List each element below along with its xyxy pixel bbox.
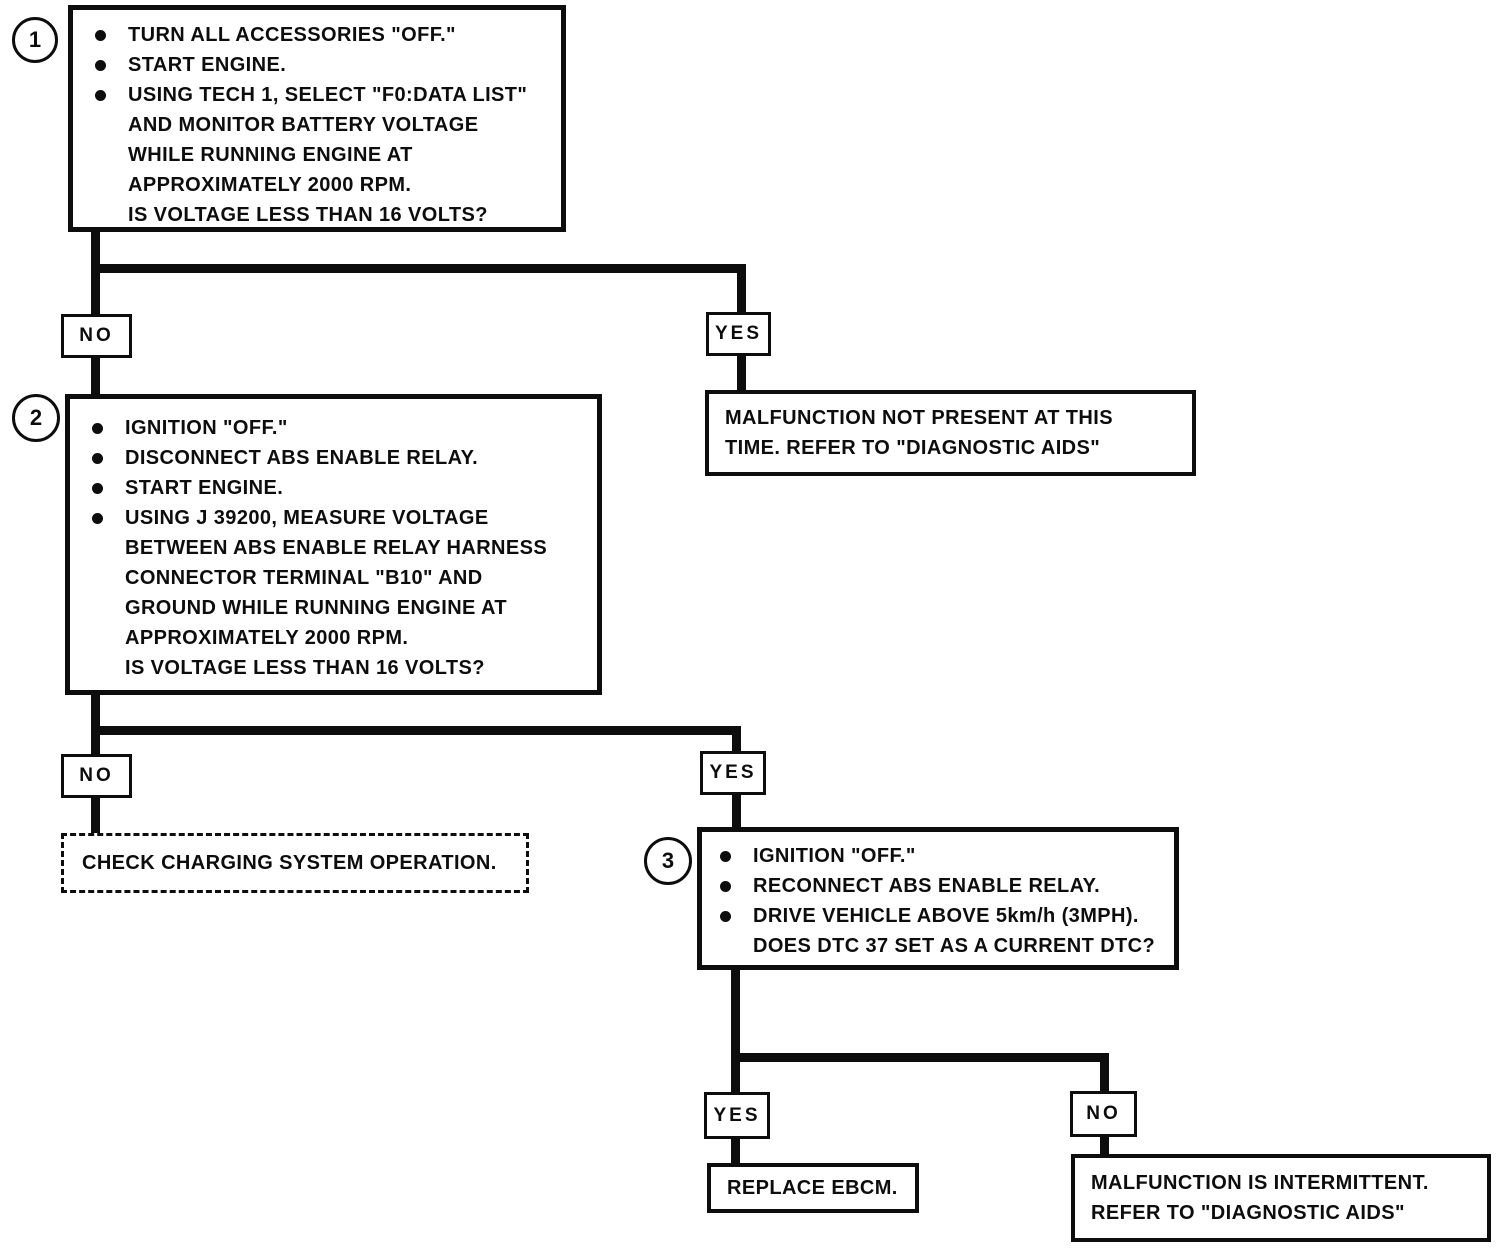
no-label-text: NO [79,765,114,786]
decision-label-yes-2: YES [700,751,766,795]
step-2-number-text: 2 [29,405,43,430]
step-line: START ENGINE. [95,50,553,80]
step-1-box: TURN ALL ACCESSORIES "OFF." START ENGINE… [68,5,566,232]
bullet-icon [720,851,731,862]
yes-label-text: YES [713,1104,761,1126]
step-2-number: 2 [12,394,60,442]
connector-line [91,798,100,834]
step-line: USING J 39200, MEASURE VOLTAGE [92,503,589,533]
step-line: DRIVE VEHICLE ABOVE 5km/h (3MPH). [720,901,1166,931]
step-line-text: DISCONNECT ABS ENABLE RELAY. [125,447,479,469]
connector-line [732,726,741,751]
step-line-text: IGNITION "OFF." [125,417,288,439]
step-line-text: APPROXIMATELY 2000 RPM. [125,627,409,649]
step-line-text: GROUND WHILE RUNNING ENGINE AT [125,597,507,619]
bullet-icon [95,60,106,71]
connector-line [731,1053,1109,1062]
bullet-icon [720,881,731,892]
yes-label-text: YES [709,762,757,783]
step-3-number-text: 3 [661,848,675,873]
connector-line [732,795,741,828]
step-line-text: START ENGINE. [125,477,284,499]
step-line-text: AND MONITOR BATTERY VOLTAGE [128,114,479,136]
malfunction-not-present-box: MALFUNCTION NOT PRESENT AT THIS TIME. RE… [705,390,1196,476]
step-1-number-text: 1 [28,27,42,52]
terminal-text: MALFUNCTION IS INTERMITTENT. [1091,1172,1429,1194]
step-line-text: IGNITION "OFF." [753,845,916,867]
connector-line [731,1139,740,1163]
step-line: RECONNECT ABS ENABLE RELAY. [720,871,1166,901]
terminal-text: REPLACE EBCM. [727,1177,898,1199]
step-line-text: DOES DTC 37 SET AS A CURRENT DTC? [753,935,1156,957]
bullet-icon [95,30,106,41]
connector-line [737,356,746,391]
step-line-text: TURN ALL ACCESSORIES "OFF." [128,24,456,46]
bullet-icon [92,423,103,434]
connector-line [1100,1137,1109,1154]
step-line-text: USING J 39200, MEASURE VOLTAGE [125,507,489,529]
step-line: START ENGINE. [92,473,589,503]
step-line-text: BETWEEN ABS ENABLE RELAY HARNESS [125,537,548,559]
step-line: GROUND WHILE RUNNING ENGINE AT [92,593,589,623]
step-2-box: IGNITION "OFF." DISCONNECT ABS ENABLE RE… [65,394,602,695]
step-1-number: 1 [12,17,58,63]
step-line-text: CONNECTOR TERMINAL "B10" AND [125,567,483,589]
check-charging-box: CHECK CHARGING SYSTEM OPERATION. [61,833,529,893]
yes-label-text: YES [714,323,763,344]
connector-line [91,726,741,735]
no-label-text: NO [79,325,114,346]
step-line: WHILE RUNNING ENGINE AT [95,140,553,170]
step-line: IS VOLTAGE LESS THAN 16 VOLTS? [95,200,553,230]
step-line-text: USING TECH 1, SELECT "F0:DATA LIST" [128,84,528,106]
step-line-text: IS VOLTAGE LESS THAN 16 VOLTS? [128,204,488,226]
decision-label-yes-3: YES [704,1092,770,1139]
step-line: BETWEEN ABS ENABLE RELAY HARNESS [92,533,589,563]
step-line: AND MONITOR BATTERY VOLTAGE [95,110,553,140]
step-line: USING TECH 1, SELECT "F0:DATA LIST" [95,80,553,110]
malfunction-intermittent-box: MALFUNCTION IS INTERMITTENT. REFER TO "D… [1071,1154,1491,1242]
decision-label-no-1: NO [61,314,132,358]
terminal-text: TIME. REFER TO "DIAGNOSTIC AIDS" [725,437,1101,459]
step-line-text: IS VOLTAGE LESS THAN 16 VOLTS? [125,657,485,679]
step-line-text: APPROXIMATELY 2000 RPM. [128,174,412,196]
step-line: IGNITION "OFF." [720,841,1166,871]
no-label-text: NO [1086,1103,1121,1124]
step-line-text: RECONNECT ABS ENABLE RELAY. [753,875,1101,897]
step-line: APPROXIMATELY 2000 RPM. [92,623,589,653]
terminal-text: CHECK CHARGING SYSTEM OPERATION. [82,852,497,874]
step-line: IGNITION "OFF." [92,413,589,443]
step-line: DOES DTC 37 SET AS A CURRENT DTC? [720,931,1166,961]
connector-line [91,358,100,395]
step-line: CONNECTOR TERMINAL "B10" AND [92,563,589,593]
decision-label-no-2: NO [61,754,132,798]
step-line: APPROXIMATELY 2000 RPM. [95,170,553,200]
bullet-icon [92,453,103,464]
connector-line [91,232,100,314]
connector-line [91,695,100,754]
bullet-icon [92,513,103,524]
replace-ebcm-box: REPLACE EBCM. [707,1163,919,1213]
step-line-text: DRIVE VEHICLE ABOVE 5km/h (3MPH). [753,905,1139,927]
connector-line [1100,1053,1109,1091]
connector-line [91,264,746,273]
step-3-box: IGNITION "OFF." RECONNECT ABS ENABLE REL… [697,827,1179,970]
step-line-text: START ENGINE. [128,54,287,76]
bullet-icon [92,483,103,494]
terminal-text: MALFUNCTION NOT PRESENT AT THIS [725,407,1113,429]
terminal-text: REFER TO "DIAGNOSTIC AIDS" [1091,1202,1405,1224]
step-line: DISCONNECT ABS ENABLE RELAY. [92,443,589,473]
bullet-icon [720,911,731,922]
bullet-icon [95,90,106,101]
step-line-text: WHILE RUNNING ENGINE AT [128,144,413,166]
step-line: IS VOLTAGE LESS THAN 16 VOLTS? [92,653,589,683]
decision-label-yes-1: YES [706,312,771,356]
decision-label-no-3: NO [1070,1091,1137,1137]
connector-line [731,970,740,1092]
step-3-number: 3 [644,837,692,885]
step-line: TURN ALL ACCESSORIES "OFF." [95,20,553,50]
connector-line [737,264,746,312]
